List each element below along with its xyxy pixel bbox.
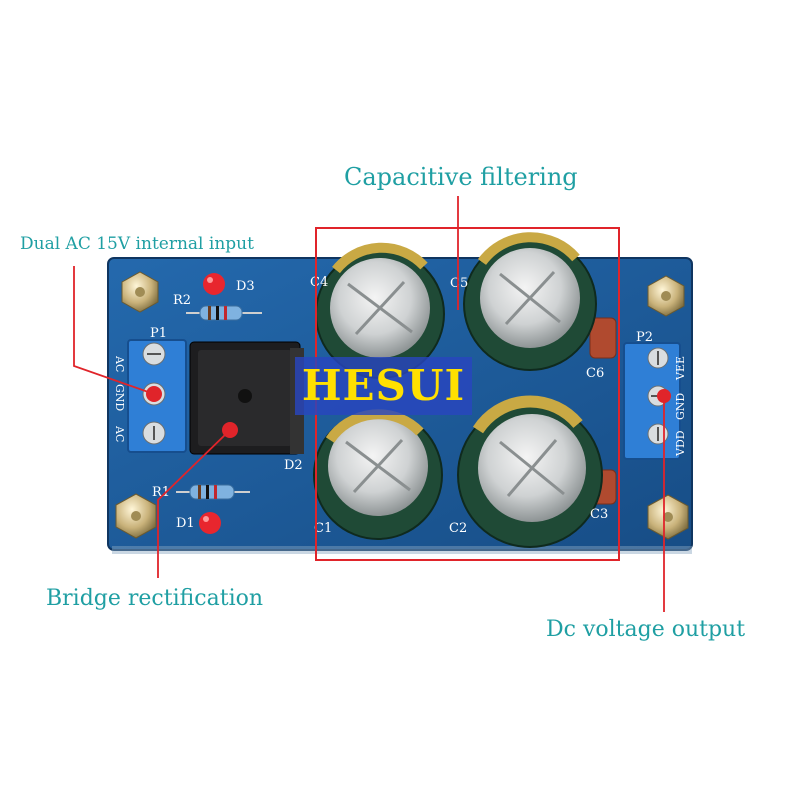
silk-p2: P2	[636, 330, 653, 345]
mounting-nut	[647, 275, 685, 317]
dc-output-pointer-dot	[657, 389, 671, 403]
film-capacitor-c6	[589, 317, 617, 359]
silk-c3: C3	[590, 507, 608, 522]
output-terminal-block	[623, 342, 681, 460]
bridge-rectification-label: Bridge rectification	[46, 586, 264, 611]
ac-input-pointer-dot	[146, 386, 162, 402]
capacitive-filtering-label: Capacitive filtering	[344, 163, 578, 191]
silk-p1: P1	[150, 326, 167, 341]
silk-c6: C6	[586, 366, 604, 381]
silk-gnd-left: GND	[113, 384, 126, 411]
silk-r2: R2	[173, 293, 191, 308]
resistor-r2	[186, 305, 262, 321]
bridge-pointer-dot	[222, 422, 238, 438]
mounting-nut	[647, 494, 689, 540]
bridge-rectifier	[189, 341, 304, 455]
dc-output-label: Dc voltage output	[546, 617, 746, 642]
electrolytic-capacitor-c1	[313, 409, 443, 540]
silk-r1: R1	[152, 485, 170, 500]
silk-d2: D2	[284, 458, 303, 473]
bridge-pointer-line	[157, 431, 229, 578]
electrolytic-capacitor-c2	[457, 395, 603, 548]
hesui-watermark: HESUI	[295, 357, 472, 415]
silk-vee: VEE	[674, 356, 687, 381]
resistor-r1	[176, 484, 250, 500]
silk-d3: D3	[236, 279, 255, 294]
mounting-nut	[115, 493, 157, 539]
silk-d1: D1	[176, 516, 195, 531]
silk-c2: C2	[449, 521, 467, 536]
ac-input-label: Dual AC 15V internal input	[20, 234, 254, 254]
silk-ac-bottom: AC	[113, 425, 126, 442]
electrolytic-capacitor-c5	[463, 232, 597, 371]
led-d1	[199, 512, 221, 534]
silk-c5: C5	[450, 276, 468, 291]
ac-input-pointer-line	[73, 266, 155, 395]
mounting-nut	[121, 271, 159, 313]
silk-c1: C1	[314, 521, 332, 536]
led-d3	[203, 273, 225, 295]
silk-c4: C4	[310, 275, 328, 290]
silk-ac-top: AC	[113, 355, 126, 372]
silk-gnd-right: GND	[674, 393, 687, 420]
silk-vdd: VDD	[674, 430, 687, 457]
